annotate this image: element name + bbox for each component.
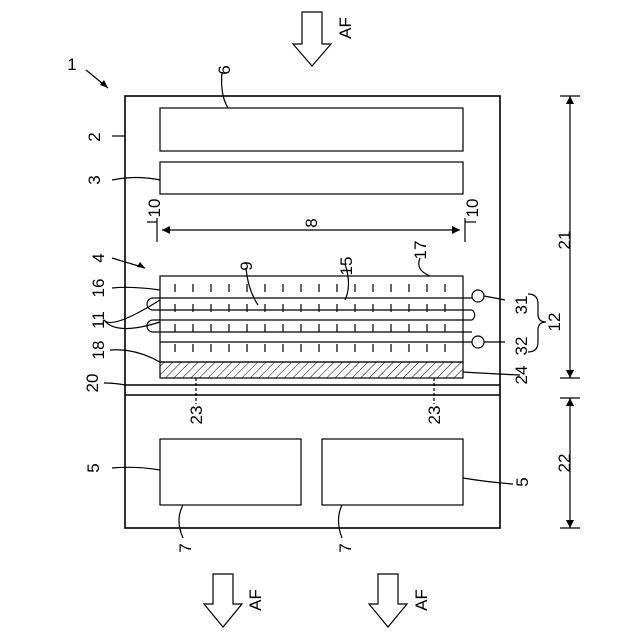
- ref-1: 1: [67, 55, 76, 74]
- leader-lines: [86, 70, 520, 538]
- ref-6: 6: [215, 65, 234, 74]
- ref-7-left: 7: [176, 543, 195, 552]
- ref-17: 17: [411, 241, 430, 260]
- airflow-label-top: AF: [336, 17, 355, 39]
- ref-22: 22: [555, 454, 574, 473]
- airflow-label-bottom-left: AF: [246, 589, 265, 611]
- ref-23-left: 23: [187, 406, 206, 425]
- ref-15: 15: [337, 257, 356, 276]
- component-5-left: [160, 439, 301, 505]
- ref-10-right: 10: [463, 199, 482, 218]
- ref-16: 16: [89, 279, 108, 298]
- ref-3: 3: [85, 175, 104, 184]
- ref-2: 2: [85, 132, 104, 141]
- ref-20: 20: [83, 374, 102, 393]
- ref-10-left: 10: [145, 199, 164, 218]
- ref-4: 4: [89, 253, 108, 262]
- ref-8: 8: [302, 218, 321, 227]
- ref-32: 32: [512, 337, 531, 356]
- ref-11: 11: [89, 311, 108, 329]
- refrigerant-tubes: [147, 290, 484, 348]
- airflow-label-bottom-right: AF: [412, 589, 431, 611]
- ref-5-left: 5: [84, 463, 103, 472]
- ref-18: 18: [89, 341, 108, 360]
- airflow-arrow-top: AF: [293, 12, 355, 66]
- ref-23-right: 23: [425, 406, 444, 425]
- ref-12: 12: [545, 313, 564, 332]
- ref-5-right: 5: [513, 477, 532, 486]
- component-6: [160, 108, 463, 151]
- reference-numerals: 1 2 3 4 5 5 6 7 7 8 9 10 10 11 12 15 16 …: [67, 55, 574, 553]
- component-3: [160, 162, 463, 194]
- ref-21: 21: [555, 231, 574, 250]
- component-5-right: [322, 439, 463, 505]
- airflow-arrow-bottom-right: AF: [369, 574, 431, 627]
- ref-31: 31: [512, 296, 531, 315]
- drain-pan-24: [160, 362, 463, 378]
- heat-exchanger-core: [160, 276, 463, 362]
- ref-24: 24: [512, 366, 531, 385]
- ref-9: 9: [237, 261, 256, 270]
- airflow-arrow-bottom-left: AF: [204, 574, 265, 627]
- housing-outline: [125, 96, 500, 528]
- ref-7-right: 7: [336, 543, 355, 552]
